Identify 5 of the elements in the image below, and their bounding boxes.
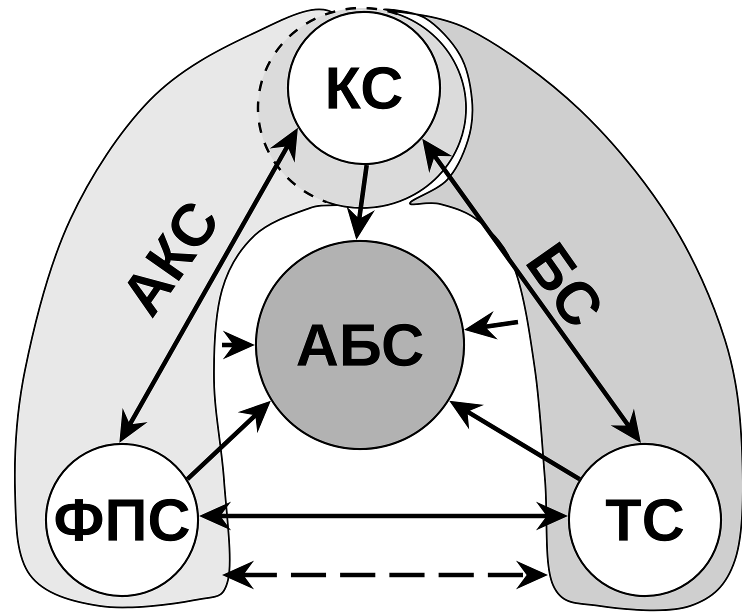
band-label: БС bbox=[526, 242, 600, 325]
circle-node: ФПС bbox=[44, 442, 200, 598]
circle-node: КС bbox=[286, 10, 442, 166]
circle-node: ТС bbox=[568, 442, 722, 598]
circle-node: АБС bbox=[254, 240, 466, 450]
